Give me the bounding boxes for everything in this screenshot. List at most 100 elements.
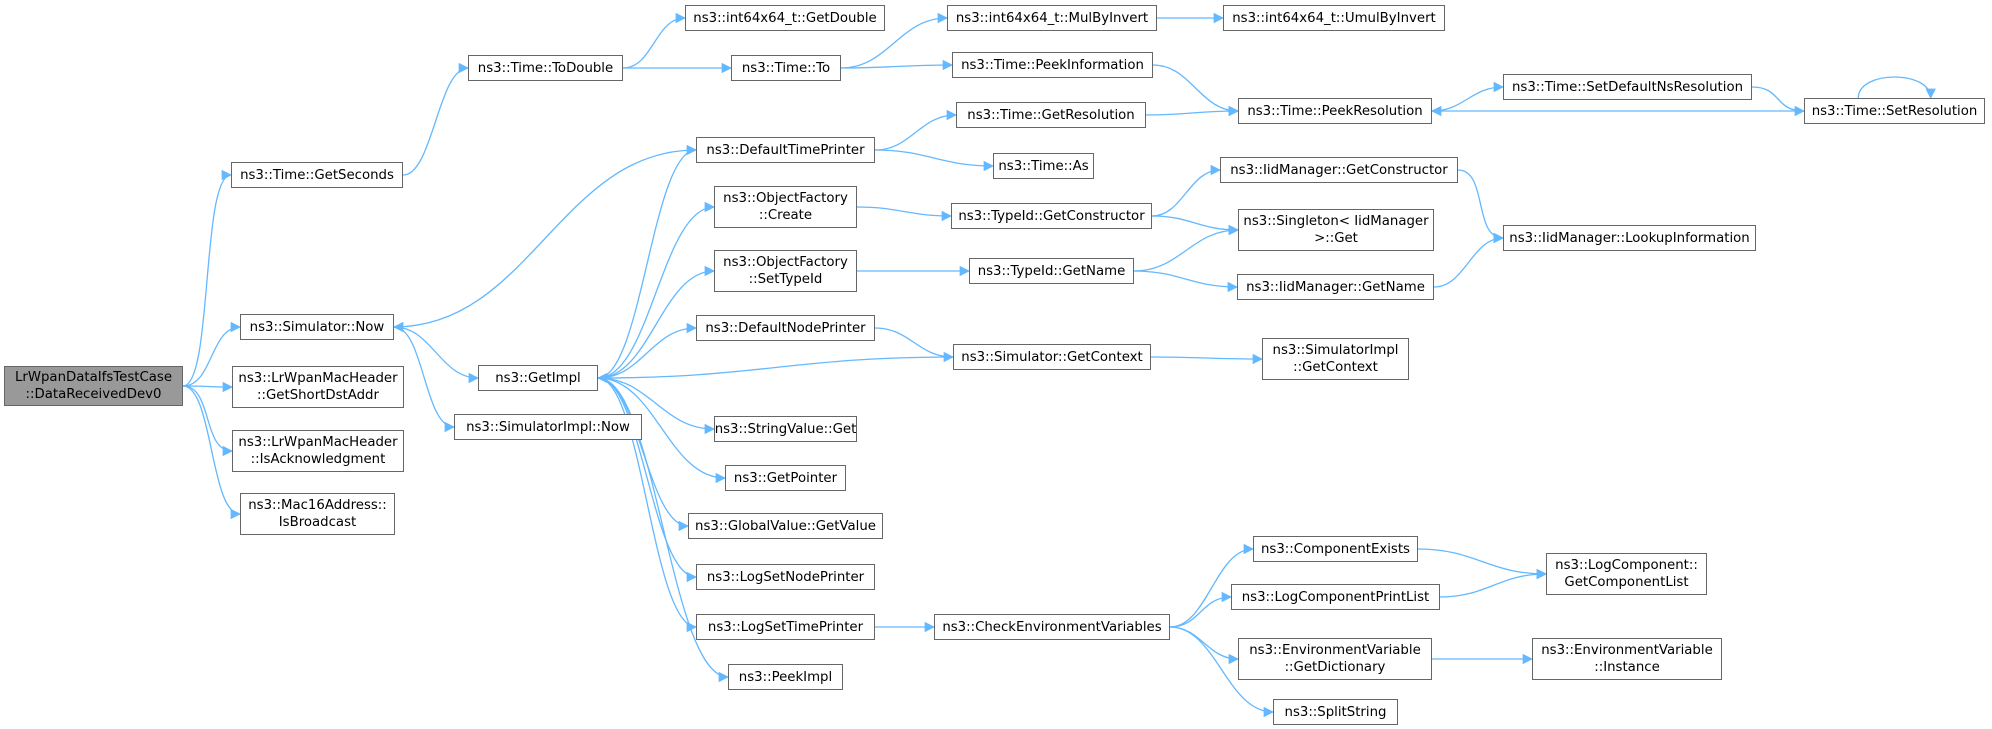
call-edge-defaulttimeprinter-to-as: [874, 149, 995, 172]
node-label-line: ns3::Time::PeekInformation: [961, 57, 1144, 73]
graph-node-ofsettypeid[interactable]: ns3::ObjectFactory::SetTypeId: [714, 250, 857, 292]
node-label-line: ns3::TypeId::GetName: [977, 263, 1126, 279]
graph-node-singletonget[interactable]: ns3::Singleton< IidManager >::Get: [1238, 209, 1434, 251]
node-label-line: ns3::int64x64_t::UmulByInvert: [1232, 10, 1436, 26]
graph-node-ofcreate[interactable]: ns3::ObjectFactory::Create: [714, 186, 857, 228]
call-edge-root-to-isack: [182, 385, 234, 457]
node-label-line: ns3::GetImpl: [495, 370, 581, 386]
call-edge-peekresolution-to-setdefaultns: [1431, 81, 1505, 112]
node-label-line: ns3::Time::As: [998, 158, 1089, 174]
graph-node-logsetnodeprinter[interactable]: ns3::LogSetNodePrinter: [696, 564, 875, 590]
node-label-line: ns3::IidManager::LookupInformation: [1509, 230, 1750, 246]
graph-node-iidgetname[interactable]: ns3::IidManager::GetName: [1237, 274, 1434, 300]
graph-node-todouble[interactable]: ns3::Time::ToDouble: [468, 55, 623, 81]
node-label-line: ns3::IidManager::GetName: [1246, 279, 1425, 295]
node-label-line: ::DataReceivedDev0: [25, 387, 162, 402]
node-label-line: ns3::Simulator::GetContext: [961, 349, 1143, 365]
node-label-line: ns3::PeekImpl: [738, 669, 833, 685]
graph-node-umulbyinvert[interactable]: ns3::int64x64_t::UmulByInvert: [1223, 5, 1445, 31]
graph-node-mulbyinvert[interactable]: ns3::int64x64_t::MulByInvert: [947, 5, 1157, 31]
graph-node-simimplnow[interactable]: ns3::SimulatorImpl::Now: [454, 414, 642, 440]
graph-node-getresolution[interactable]: ns3::Time::GetResolution: [956, 102, 1146, 128]
call-edge-typeidgetname-to-iidgetname: [1133, 270, 1239, 293]
call-edge-typeidgetconstructor-to-iidgetconstructor: [1151, 164, 1222, 217]
graph-node-getdouble[interactable]: ns3::int64x64_t::GetDouble: [685, 5, 885, 31]
node-label-line: ns3::Time::GetResolution: [967, 107, 1135, 123]
call-edge-getimpl-to-defaulttimeprinter: [597, 144, 698, 379]
graph-node-setdefaultns[interactable]: ns3::Time::SetDefaultNsResolution: [1503, 74, 1752, 100]
graph-node-envgetdictionary[interactable]: ns3::EnvironmentVariable::GetDictionary: [1238, 638, 1432, 680]
graph-node-root[interactable]: LrWpanDataIfsTestCase::DataReceivedDev0: [4, 366, 183, 406]
graph-node-simimplgetcontext[interactable]: ns3::SimulatorImpl::GetContext: [1262, 338, 1409, 380]
graph-node-isbroadcast[interactable]: ns3::Mac16Address::IsBroadcast: [240, 493, 395, 535]
graph-node-getimpl[interactable]: ns3::GetImpl: [478, 365, 598, 391]
call-edge-getimpl-to-stringvalueget: [597, 377, 716, 435]
call-edge-iidgetname-to-lookupinformation: [1433, 232, 1505, 288]
call-edge-ofcreate-to-typeidgetconstructor: [856, 206, 953, 222]
graph-node-getseconds[interactable]: ns3::Time::GetSeconds: [231, 162, 403, 188]
call-edge-getresolution-to-peekresolution: [1145, 105, 1240, 117]
node-label-line: ::GetShortDstAddr: [257, 388, 379, 403]
graph-node-getcomponentlist[interactable]: ns3::LogComponent::GetComponentList: [1546, 553, 1707, 595]
node-label-line: ns3::LogSetTimePrinter: [707, 619, 864, 635]
node-label-line: ns3::DefaultNodePrinter: [705, 320, 866, 336]
graph-node-typeidgetname[interactable]: ns3::TypeId::GetName: [969, 258, 1134, 284]
graph-node-setresolution[interactable]: ns3::Time::SetResolution: [1804, 98, 1985, 124]
graph-node-stringvalueget[interactable]: ns3::StringValue::Get: [714, 416, 857, 442]
call-edge-getimpl-to-ofcreate: [597, 201, 716, 379]
node-label-line: ns3::LogComponent::: [1555, 558, 1698, 573]
node-label-line: ns3::DefaultTimePrinter: [706, 142, 865, 158]
node-label-line: ns3::SimulatorImpl::Now: [466, 419, 630, 435]
node-label-line: ns3::Time::PeekResolution: [1247, 103, 1423, 119]
call-edge-getimpl-to-peekimpl: [597, 377, 730, 683]
graph-node-lookupinformation[interactable]: ns3::IidManager::LookupInformation: [1503, 225, 1756, 251]
graph-node-peekresolution[interactable]: ns3::Time::PeekResolution: [1238, 98, 1432, 124]
graph-node-splitstring[interactable]: ns3::SplitString: [1273, 699, 1398, 725]
node-label-line: ns3::TypeId::GetConstructor: [958, 208, 1145, 224]
node-label-line: ::GetDictionary: [1284, 660, 1386, 675]
graph-node-defaultnodeprinter[interactable]: ns3::DefaultNodePrinter: [696, 315, 875, 341]
graph-node-logcomponentprintlist[interactable]: ns3::LogComponentPrintList: [1231, 584, 1440, 610]
call-edge-typeidgetname-to-singletonget: [1133, 224, 1240, 272]
graph-node-logsettimeprinter[interactable]: ns3::LogSetTimePrinter: [696, 614, 875, 640]
node-label-line: ns3::GlobalValue::GetValue: [695, 518, 876, 534]
call-edge-defaulttimeprinter-to-simnow: [392, 149, 697, 333]
call-edge-getimpl-to-ofsettypeid: [597, 265, 716, 379]
graph-node-simgetcontext[interactable]: ns3::Simulator::GetContext: [953, 344, 1151, 370]
graph-node-getpointer[interactable]: ns3::GetPointer: [725, 465, 846, 491]
call-edge-logcomponentprintlist-to-getcomponentlist: [1439, 568, 1548, 598]
graph-node-globalvaluegetvalue[interactable]: ns3::GlobalValue::GetValue: [688, 513, 883, 539]
graph-node-peekimpl[interactable]: ns3::PeekImpl: [728, 664, 843, 690]
call-edge-defaultnodeprinter-to-simgetcontext: [874, 327, 955, 363]
graph-node-getshortdst[interactable]: ns3::LrWpanMacHeader::GetShortDstAddr: [232, 366, 404, 408]
graph-node-as[interactable]: ns3::Time::As: [993, 153, 1094, 179]
call-edge-getimpl-to-defaultnodeprinter: [597, 322, 698, 379]
node-label-line: ns3::int64x64_t::MulByInvert: [955, 10, 1149, 26]
call-edge-getimpl-to-logsettimeprinter: [597, 377, 698, 633]
node-label-line: LrWpanDataIfsTestCase: [14, 370, 173, 385]
graph-node-iidgetconstructor[interactable]: ns3::IidManager::GetConstructor: [1220, 157, 1458, 183]
graph-node-defaulttimeprinter[interactable]: ns3::DefaultTimePrinter: [696, 137, 875, 163]
graph-node-to[interactable]: ns3::Time::To: [731, 55, 841, 81]
node-label-line: ns3::Simulator::Now: [249, 319, 385, 335]
node-label-line: ns3::LogSetNodePrinter: [706, 569, 865, 585]
graph-node-envinstance[interactable]: ns3::EnvironmentVariable::Instance: [1532, 638, 1722, 680]
graph-node-isack[interactable]: ns3::LrWpanMacHeader::IsAcknowledgment: [232, 430, 404, 472]
node-label-line: ns3::StringValue::Get: [714, 421, 857, 437]
graph-node-componentexists[interactable]: ns3::ComponentExists: [1253, 536, 1418, 562]
graph-node-checkenv[interactable]: ns3::CheckEnvironmentVariables: [934, 614, 1170, 640]
graph-node-simnow[interactable]: ns3::Simulator::Now: [240, 314, 394, 340]
node-label-line: ns3::CheckEnvironmentVariables: [942, 619, 1162, 635]
call-edge-peekinformation-to-peekresolution: [1152, 64, 1240, 117]
graph-node-typeidgetconstructor[interactable]: ns3::TypeId::GetConstructor: [951, 203, 1152, 229]
call-edge-root-to-getseconds: [182, 169, 233, 387]
node-label-line: ::SetTypeId: [748, 272, 823, 287]
call-edge-root-to-getshortdst: [182, 381, 234, 393]
call-edge-simnow-to-simimplnow: [393, 326, 456, 433]
graph-node-peekinformation[interactable]: ns3::Time::PeekInformation: [952, 52, 1153, 78]
node-label-line: ::Instance: [1594, 660, 1660, 675]
call-edge-getimpl-to-logsetnodeprinter: [597, 377, 698, 583]
node-label-line: ns3::LrWpanMacHeader: [238, 435, 398, 450]
